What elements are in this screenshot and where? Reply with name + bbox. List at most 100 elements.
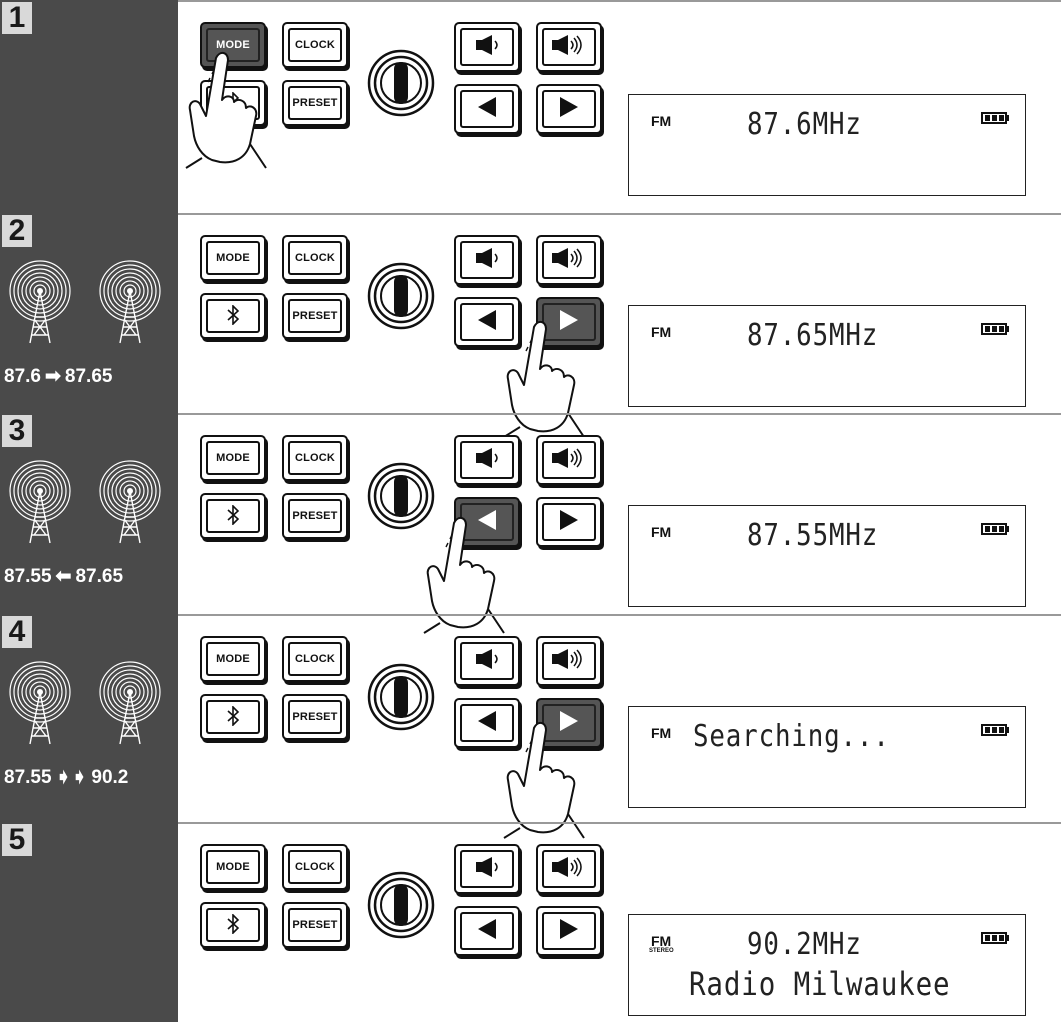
volume-down-button[interactable] bbox=[454, 22, 520, 72]
volume-down-button[interactable] bbox=[454, 435, 520, 485]
right-triangle-icon bbox=[558, 309, 580, 335]
volume-up-face bbox=[542, 441, 596, 479]
display-main-text: 87.65MHz bbox=[747, 318, 879, 353]
mode-button[interactable]: MODE bbox=[200, 435, 266, 481]
volume-down-face bbox=[460, 441, 514, 479]
radio-tower-icon bbox=[94, 457, 166, 547]
left-triangle-icon bbox=[476, 509, 498, 535]
previous-button-face bbox=[460, 704, 514, 742]
volume-up-button[interactable] bbox=[536, 844, 602, 894]
step-side-panel: 2 87.6➡87.65 bbox=[0, 213, 178, 413]
previous-button-face bbox=[460, 90, 514, 128]
power-knob-icon[interactable] bbox=[366, 48, 436, 118]
bluetooth-button[interactable] bbox=[200, 80, 266, 126]
power-knob-icon[interactable] bbox=[366, 461, 436, 531]
previous-button[interactable] bbox=[454, 84, 520, 134]
clock-button[interactable]: CLOCK bbox=[282, 844, 348, 890]
preset-button[interactable]: PRESET bbox=[282, 694, 348, 740]
bluetooth-icon bbox=[224, 704, 242, 729]
lcd-display: FM 87.55MHz bbox=[628, 505, 1026, 607]
previous-button[interactable] bbox=[454, 497, 520, 547]
power-knob-icon[interactable] bbox=[366, 261, 436, 331]
next-button[interactable] bbox=[536, 297, 602, 347]
volume-down-button[interactable] bbox=[454, 844, 520, 894]
power-knob-icon[interactable] bbox=[366, 662, 436, 732]
clock-button[interactable]: CLOCK bbox=[282, 235, 348, 281]
preset-button-label: PRESET bbox=[288, 700, 342, 734]
clock-button[interactable]: CLOCK bbox=[282, 435, 348, 481]
next-button[interactable] bbox=[536, 84, 602, 134]
step-side-panel: 3 87.55⬅87.65 bbox=[0, 413, 178, 614]
volume-down-button[interactable] bbox=[454, 636, 520, 686]
left-triangle-icon bbox=[476, 710, 498, 736]
volume-down-face bbox=[460, 642, 514, 680]
right-triangle-icon bbox=[558, 918, 580, 944]
volume-down-button[interactable] bbox=[454, 235, 520, 285]
next-button[interactable] bbox=[536, 906, 602, 956]
frequency-from: 87.55 bbox=[4, 766, 52, 788]
volume-down-face bbox=[460, 28, 514, 66]
frequency-from: 87.6 bbox=[4, 365, 41, 387]
clock-button-label: CLOCK bbox=[288, 441, 342, 475]
next-button[interactable] bbox=[536, 497, 602, 547]
preset-button-label: PRESET bbox=[288, 299, 342, 333]
display-band: FM bbox=[651, 113, 672, 129]
volume-up-button[interactable] bbox=[536, 235, 602, 285]
preset-button[interactable]: PRESET bbox=[282, 80, 348, 126]
arrow-icon: ⬅ bbox=[55, 566, 72, 587]
bluetooth-button[interactable] bbox=[200, 902, 266, 948]
next-button[interactable] bbox=[536, 698, 602, 748]
mode-button[interactable]: MODE bbox=[200, 22, 266, 68]
display-station-name: Radio Milwaukee bbox=[689, 965, 951, 1003]
bluetooth-button-face bbox=[206, 299, 260, 333]
mode-button[interactable]: MODE bbox=[200, 636, 266, 682]
battery-icon bbox=[981, 931, 1011, 944]
next-button-face bbox=[542, 503, 596, 541]
step-divider bbox=[178, 0, 1061, 2]
display-band: FM bbox=[651, 524, 672, 540]
arrow-icon: ➧➧ bbox=[55, 767, 88, 788]
next-button-face bbox=[542, 90, 596, 128]
previous-button[interactable] bbox=[454, 906, 520, 956]
bluetooth-button[interactable] bbox=[200, 493, 266, 539]
step-side-panel: 5 bbox=[0, 822, 178, 1022]
bluetooth-icon bbox=[224, 912, 242, 937]
radio-tower-icon bbox=[94, 257, 166, 347]
bluetooth-icon bbox=[224, 90, 242, 115]
preset-button[interactable]: PRESET bbox=[282, 493, 348, 539]
previous-button-face bbox=[460, 912, 514, 950]
speaker-high-icon bbox=[552, 247, 586, 273]
bluetooth-button-face bbox=[206, 908, 260, 942]
volume-up-face bbox=[542, 850, 596, 888]
previous-button[interactable] bbox=[454, 698, 520, 748]
display-band: FM bbox=[651, 933, 672, 949]
next-button-face bbox=[542, 704, 596, 742]
power-knob-icon[interactable] bbox=[366, 870, 436, 940]
battery-icon bbox=[981, 522, 1011, 535]
clock-button-label: CLOCK bbox=[288, 241, 342, 275]
preset-button-label: PRESET bbox=[288, 499, 342, 533]
volume-up-button[interactable] bbox=[536, 22, 602, 72]
right-triangle-icon bbox=[558, 509, 580, 535]
volume-up-button[interactable] bbox=[536, 435, 602, 485]
bluetooth-button[interactable] bbox=[200, 293, 266, 339]
mode-button-label: MODE bbox=[206, 850, 260, 884]
preset-button-label: PRESET bbox=[288, 908, 342, 942]
mode-button[interactable]: MODE bbox=[200, 844, 266, 890]
step-divider bbox=[178, 822, 1061, 824]
bluetooth-button-face bbox=[206, 499, 260, 533]
display-main-text: 87.55MHz bbox=[747, 518, 879, 553]
volume-down-face bbox=[460, 850, 514, 888]
clock-button[interactable]: CLOCK bbox=[282, 22, 348, 68]
step-number: 4 bbox=[2, 616, 32, 648]
mode-button-label: MODE bbox=[206, 441, 260, 475]
volume-up-button[interactable] bbox=[536, 636, 602, 686]
previous-button[interactable] bbox=[454, 297, 520, 347]
mode-button[interactable]: MODE bbox=[200, 235, 266, 281]
preset-button[interactable]: PRESET bbox=[282, 293, 348, 339]
bluetooth-button[interactable] bbox=[200, 694, 266, 740]
clock-button[interactable]: CLOCK bbox=[282, 636, 348, 682]
preset-button[interactable]: PRESET bbox=[282, 902, 348, 948]
